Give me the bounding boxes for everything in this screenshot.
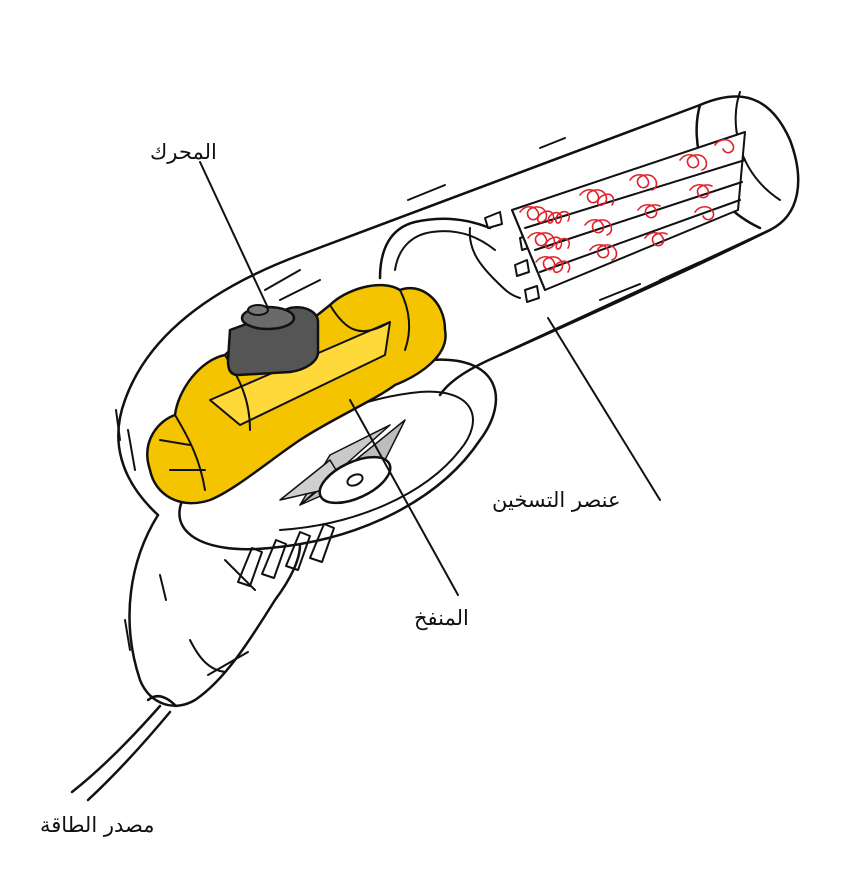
- cord-strain-relief: [146, 694, 178, 708]
- body-detail-strokes: [115, 137, 701, 471]
- power-cord-inner: [86, 710, 172, 802]
- wire-connector-4: [524, 285, 540, 303]
- heating-element-leader-line: [547, 317, 661, 501]
- handle-inner-line: [189, 639, 226, 673]
- motor-label: المحرك: [150, 140, 217, 164]
- motor-shaft: [247, 304, 269, 316]
- impeller-highlight: [209, 321, 391, 426]
- fan-leader-line: [349, 399, 459, 596]
- power-source-label: مصدر الطاقة: [40, 813, 155, 837]
- power-cord: [70, 704, 162, 794]
- handle-outline: [128, 513, 302, 707]
- wire-1: [378, 217, 492, 280]
- handle-detail-1: [124, 619, 131, 651]
- wire-loop: [468, 227, 521, 299]
- handle-detail-4: [207, 651, 249, 676]
- wire-connector-1: [484, 211, 503, 229]
- handle-detail-2: [159, 574, 167, 601]
- fan-label: المنفخ: [414, 606, 469, 630]
- heating-element-label: عنصر التسخين: [492, 488, 621, 512]
- wire-connector-3: [514, 259, 530, 277]
- vent-slots: [237, 523, 335, 587]
- barrel-bottom: [498, 228, 772, 357]
- fan-hub-center: [346, 473, 364, 487]
- motor-leader-line: [199, 161, 269, 309]
- heating-coils: [519, 138, 735, 274]
- wire-2: [394, 230, 496, 271]
